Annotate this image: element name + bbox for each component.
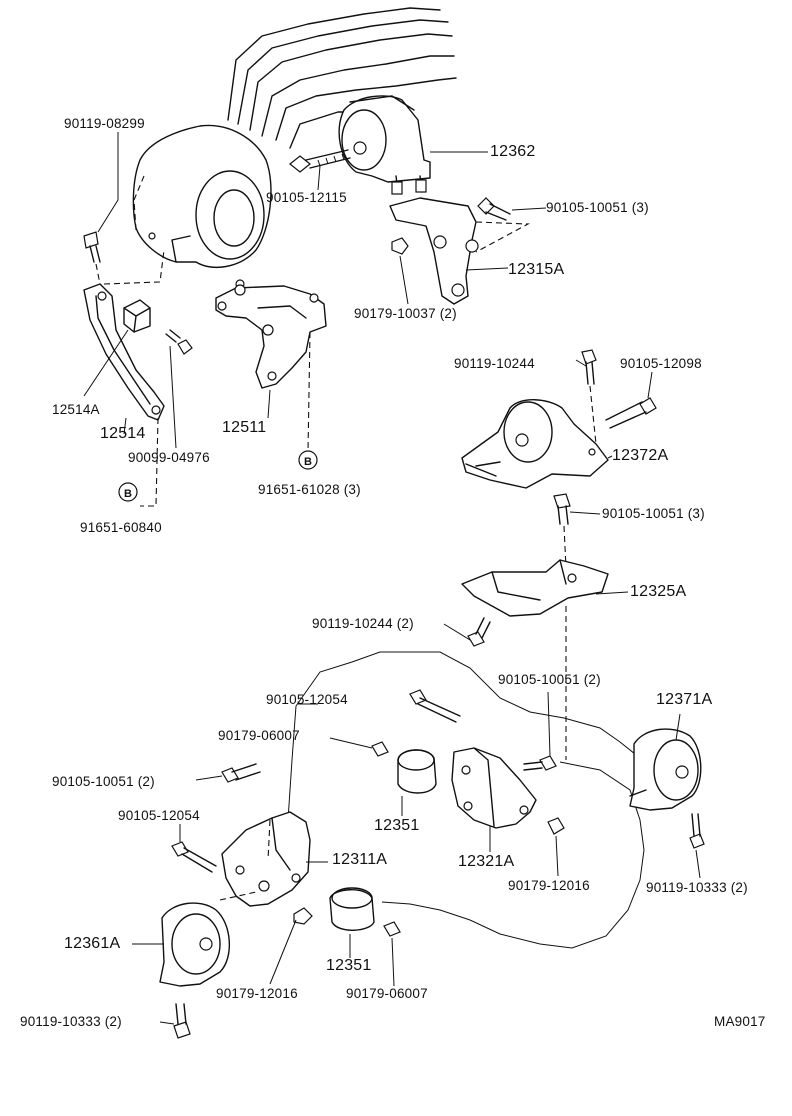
bushing-12351-bottom xyxy=(329,887,375,931)
label-90119-10244-2: 90119-10244 (2) xyxy=(312,616,414,631)
label-90105-10051-3-top: 90105-10051 (3) xyxy=(546,200,649,215)
leader-lines xyxy=(83,132,701,1025)
bolt-90099-04976 xyxy=(165,329,193,355)
label-90179-12016-center: 90179-12016 xyxy=(508,878,590,893)
alternator xyxy=(132,124,272,289)
marker-b-left-text: B xyxy=(124,488,132,500)
marker-b-right-text: B xyxy=(304,456,312,468)
bolt-90105-10051-center xyxy=(523,755,557,771)
label-90119-10244-top: 90119-10244 xyxy=(454,356,535,371)
label-12351-bottom: 12351 xyxy=(326,957,372,974)
bolt-90105-12054-left xyxy=(171,841,217,873)
label-90105-12098: 90105-12098 xyxy=(620,356,702,371)
label-90179-12016-bottom: 90179-12016 xyxy=(216,986,298,1001)
bolt-90105-12098 xyxy=(605,397,657,429)
label-12325A: 12325A xyxy=(630,583,687,600)
nut-90179-10037 xyxy=(391,237,409,255)
reference-dash-lines-left xyxy=(140,331,311,507)
label-90105-10051-2-left: 90105-10051 (2) xyxy=(52,774,155,789)
bolt-90119-10244-lower xyxy=(467,617,491,647)
engine-mount-12362 xyxy=(338,95,431,195)
diagram-code: MA9017 xyxy=(714,1014,766,1029)
label-12321A: 12321A xyxy=(458,853,515,870)
bolt-90105-12054-top xyxy=(409,689,461,723)
bracket-12514 xyxy=(83,283,165,421)
label-91651-61028: 91651-61028 (3) xyxy=(258,482,361,497)
nut-90179-06007-top xyxy=(371,741,389,757)
label-90119-10333-bottom: 90119-10333 (2) xyxy=(20,1014,122,1029)
label-12361A: 12361A xyxy=(64,935,121,952)
bracket-12311A xyxy=(219,811,311,907)
nut-90179-12016-center xyxy=(547,817,565,835)
bracket-12315A xyxy=(389,197,531,305)
label-12371A: 12371A xyxy=(656,691,713,708)
label-12514: 12514 xyxy=(100,425,146,442)
reference-marker-b-left: B xyxy=(118,482,138,502)
label-90179-06007-top: 90179-06007 xyxy=(218,728,300,743)
label-90119-08299: 90119-08299 xyxy=(64,116,145,131)
engine-mount-12361A xyxy=(159,902,231,987)
label-12362: 12362 xyxy=(490,143,536,160)
label-90099-04976: 90099-04976 xyxy=(128,450,210,465)
bolt-90119-08299 xyxy=(83,231,165,285)
label-12372A: 12372A xyxy=(612,447,669,464)
bolt-90119-10244-top xyxy=(581,349,597,445)
block-12514A xyxy=(123,299,151,333)
label-90179-10037: 90179-10037 (2) xyxy=(354,306,457,321)
nut-90179-06007-bottom xyxy=(383,921,401,937)
bolt-90119-10333-bottom xyxy=(173,1003,191,1039)
bolt-90105-12115 xyxy=(289,149,351,173)
bolt-90119-10333-right xyxy=(689,813,705,849)
engine-mount-12371A xyxy=(629,728,702,811)
label-12311A: 12311A xyxy=(332,851,388,868)
bracket-12321A xyxy=(451,747,537,829)
label-90119-10333-right: 90119-10333 (2) xyxy=(646,880,748,895)
label-90105-12115: 90105-12115 xyxy=(266,190,347,205)
bracket-12511 xyxy=(215,284,327,389)
bolt-90105-10051-left xyxy=(221,763,261,783)
reference-marker-b-right: B xyxy=(298,450,318,470)
label-12315A: 12315A xyxy=(508,261,565,278)
label-90179-06007-bottom: 90179-06007 xyxy=(346,986,428,1001)
label-91651-60840: 91651-60840 xyxy=(80,520,162,535)
bolt-90105-10051-mid xyxy=(553,493,571,569)
label-12351-top: 12351 xyxy=(374,817,420,834)
engine-upper-outline xyxy=(227,7,457,149)
label-90105-10051-3-mid: 90105-10051 (3) xyxy=(602,506,705,521)
engine-mount-12372A xyxy=(461,399,609,489)
bolt-90105-10051-top xyxy=(477,197,511,221)
label-90105-12054-left: 90105-12054 xyxy=(118,808,200,823)
bracket-12325A xyxy=(461,559,609,760)
label-90105-12054-top: 90105-12054 xyxy=(266,692,348,707)
nut-90179-12016-bottom xyxy=(293,907,313,925)
label-12514A: 12514A xyxy=(52,402,100,417)
label-90105-10051-2-center: 90105-10051 (2) xyxy=(498,672,601,687)
label-12511: 12511 xyxy=(222,419,267,436)
bushing-12351-top xyxy=(397,749,437,794)
